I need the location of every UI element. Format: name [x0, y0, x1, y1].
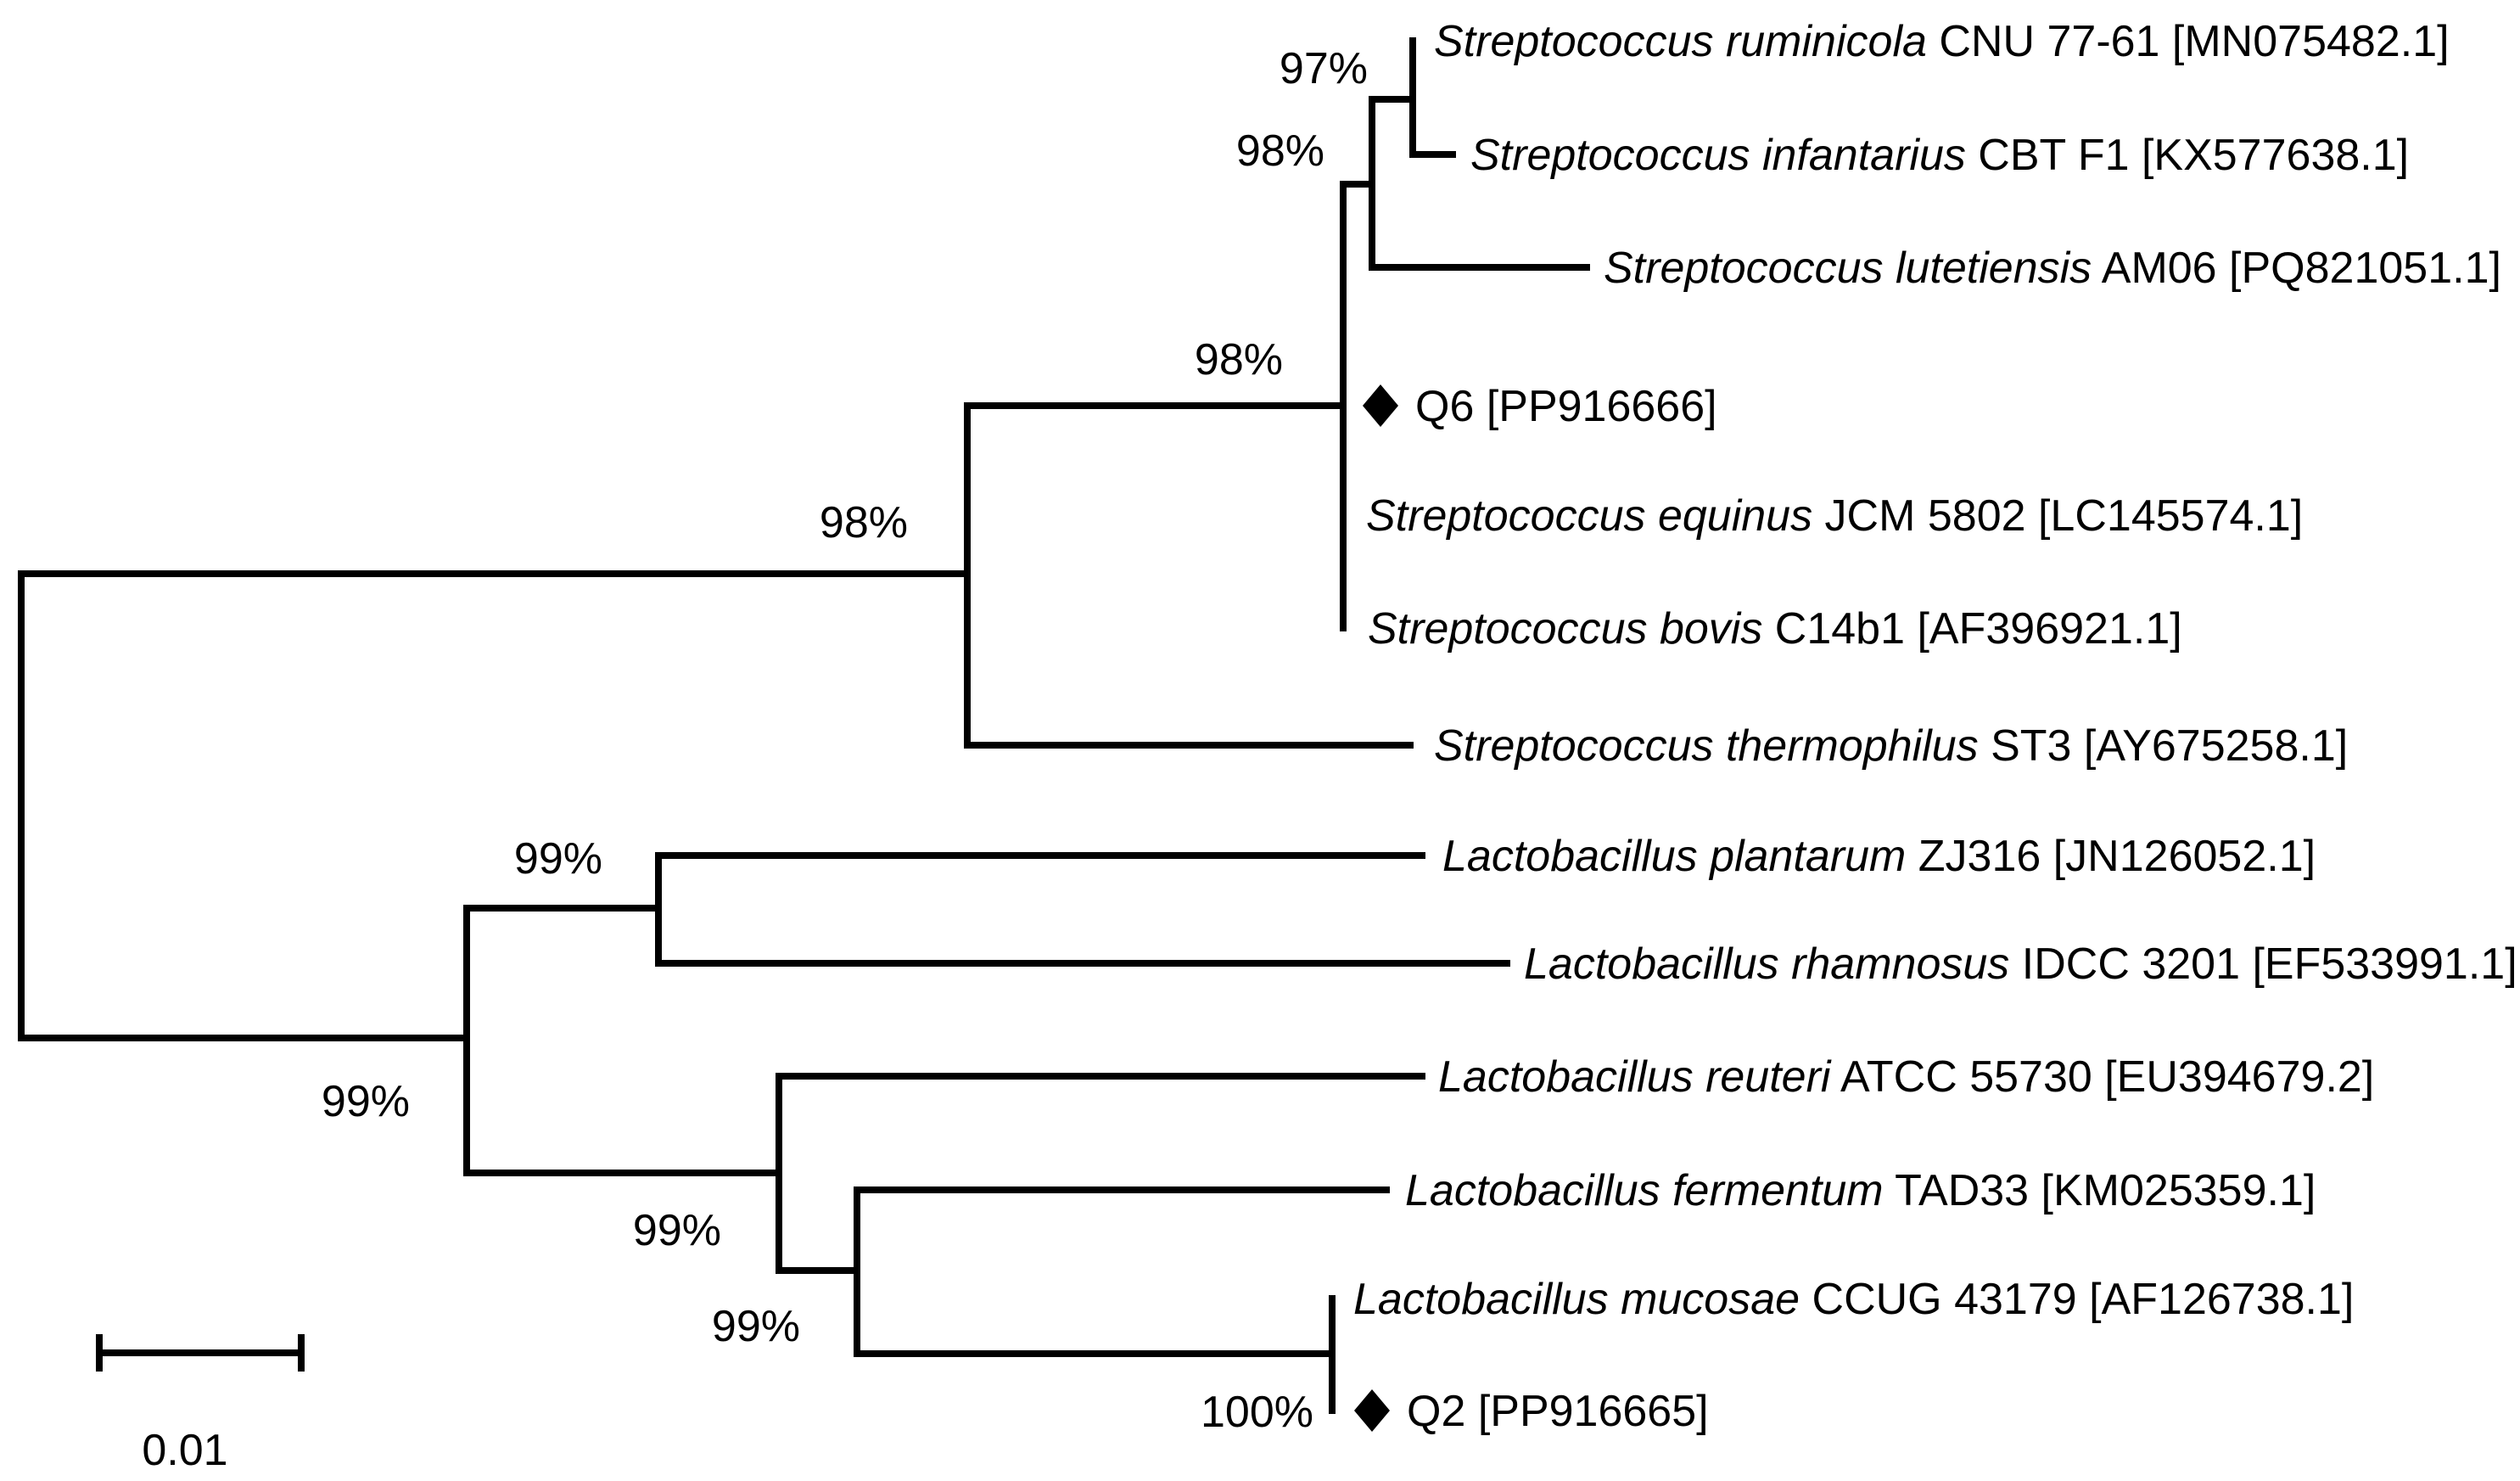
bootstrap-value-label: 99%: [514, 834, 602, 884]
scale-bar-label: 0.01: [142, 1426, 227, 1475]
taxon-label: Lactobacillus fermentum TAD33 [KM025359.…: [1405, 1166, 2316, 1215]
taxon-label: Lactobacillus rhamnosus IDCC 3201 [EF533…: [1524, 940, 2517, 989]
taxon-label: Lactobacillus reuteri ATCC 55730 [EU3946…: [1438, 1052, 2374, 1102]
taxon-label: Streptococcus lutetiensis AM06 [PQ821051…: [1604, 244, 2501, 293]
bootstrap-value-label: 99%: [712, 1302, 800, 1351]
query-marker-diamond-icon: [1363, 384, 1398, 427]
taxon-label: Lactobacillus mucosae CCUG 43179 [AF1267…: [1353, 1275, 2354, 1324]
tree-branches: [18, 37, 1590, 1414]
taxon-label: Streptococcus equinus JCM 5802 [LC145574…: [1366, 491, 2303, 541]
taxon-label: Streptococcus ruminicola CNU 77-61 [MN07…: [1434, 17, 2450, 66]
taxon-labels: Streptococcus ruminicola CNU 77-61 [MN07…: [1353, 17, 2517, 1436]
taxon-label: Streptococcus thermophilus ST3 [AY675258…: [1434, 721, 2348, 771]
query-marker-diamond-icon: [1354, 1389, 1390, 1432]
bootstrap-value-label: 99%: [322, 1077, 410, 1126]
taxon-label: Q6 [PP916666]: [1415, 382, 1717, 431]
bootstrap-value-label: 97%: [1280, 44, 1368, 93]
bootstrap-value-label: 98%: [1195, 335, 1283, 384]
taxon-label: Q2 [PP916665]: [1407, 1387, 1709, 1436]
taxon-label: Lactobacillus plantarum ZJ316 [JN126052.…: [1442, 832, 2316, 881]
bootstrap-value-label: 99%: [633, 1206, 721, 1255]
bootstrap-labels: 97% 98% 98% 98% 99% 99% 99% 99% 100%: [322, 44, 1368, 1437]
bootstrap-value-label: 100%: [1201, 1388, 1313, 1437]
bootstrap-value-label: 98%: [1236, 126, 1324, 176]
bootstrap-value-label: 98%: [820, 498, 908, 547]
query-markers: [1354, 384, 1398, 1432]
taxon-label: Streptococcus infantarius CBT F1 [KX5776…: [1470, 131, 2409, 180]
taxon-label: Streptococcus bovis C14b1 [AF396921.1]: [1368, 604, 2182, 654]
scale-bar: 0.01: [96, 1334, 305, 1475]
